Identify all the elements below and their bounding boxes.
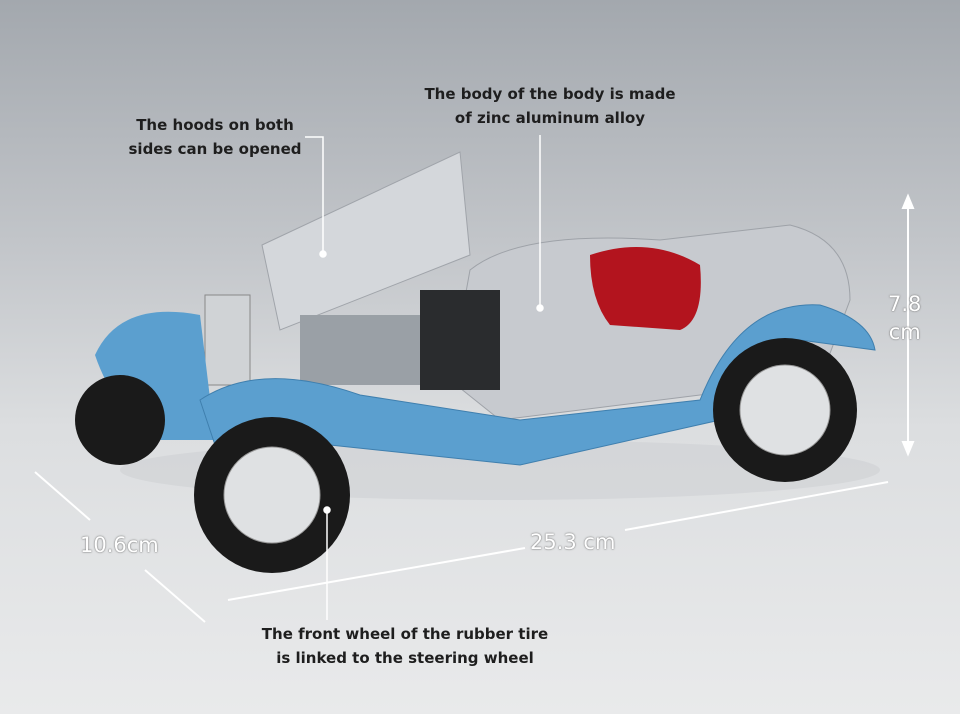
front-left-wheel bbox=[75, 375, 165, 465]
height-dimension: 7.8 cm bbox=[888, 290, 921, 346]
annotation-line: The hoods on both bbox=[136, 116, 294, 134]
height-value: 7.8 bbox=[888, 292, 922, 316]
annotation-line: The body of the body is made bbox=[424, 85, 676, 103]
rear-wheel bbox=[713, 338, 857, 482]
annotation-line: is linked to the steering wheel bbox=[276, 649, 534, 667]
car bbox=[75, 151, 880, 573]
body-annotation: The body of the body is made of zinc alu… bbox=[410, 82, 690, 130]
leader-lines bbox=[305, 135, 544, 620]
annotation-line: of zinc aluminum alloy bbox=[454, 109, 646, 127]
height-unit: cm bbox=[888, 320, 921, 344]
front-wheel bbox=[194, 417, 350, 573]
annotation-line: sides can be opened bbox=[128, 140, 302, 158]
wheel-annotation: The front wheel of the rubber tire is li… bbox=[245, 622, 565, 670]
hoods-annotation: The hoods on both sides can be opened bbox=[120, 113, 310, 161]
width-dimension: 10.6cm bbox=[80, 533, 159, 557]
annotation-line: The front wheel of the rubber tire bbox=[261, 625, 549, 643]
length-dimension: 25.3 cm bbox=[530, 530, 616, 554]
dimension-lines bbox=[34, 193, 915, 623]
